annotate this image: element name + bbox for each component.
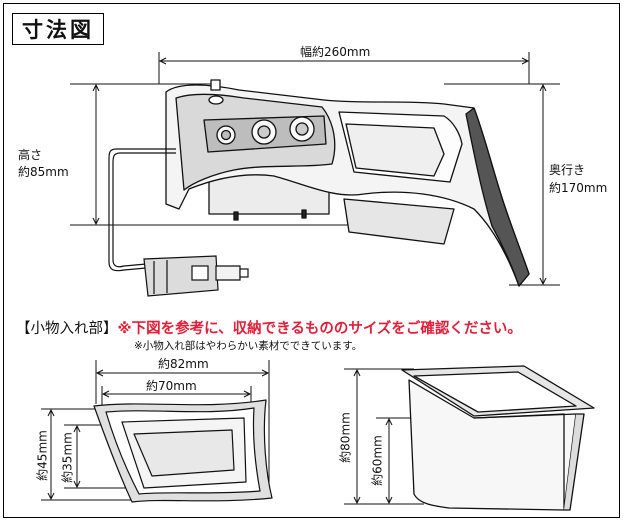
power-cable bbox=[108, 148, 176, 272]
heading-bracket-close: 】 bbox=[103, 321, 118, 337]
main-product-drawing bbox=[41, 52, 595, 511]
top-view-dims bbox=[41, 360, 270, 501]
height-arrow-bottom bbox=[92, 217, 100, 226]
top-view-tray bbox=[93, 399, 273, 503]
depth-arrow-top bbox=[539, 83, 547, 92]
height-arrow-top bbox=[92, 83, 100, 92]
width-arrow-left bbox=[158, 57, 167, 65]
console-body bbox=[165, 79, 530, 287]
side-view-outer-height: 約80mm bbox=[338, 412, 353, 463]
side-view-inner-height: 約60mm bbox=[370, 435, 385, 486]
depth-label-line1: 奥行き bbox=[549, 163, 586, 177]
top-view-outer-height: 約45mm bbox=[35, 430, 50, 481]
top-view-inner-height: 約35mm bbox=[60, 432, 75, 483]
heading-bracket-open: 【 bbox=[16, 321, 31, 337]
depth-arrow-bottom bbox=[539, 277, 547, 286]
page-title: 寸法図 bbox=[12, 13, 104, 45]
small-compartment-heading: 【小物入れ部】※下図を参考に、収納できるもののサイズをご確認ください。 bbox=[16, 317, 522, 338]
warning-text: ※下図を参考に、収納できるもののサイズをご確認ください。 bbox=[117, 321, 522, 337]
width-arrow-right bbox=[521, 57, 530, 65]
side-view-bin bbox=[401, 365, 595, 511]
width-label: 幅約260mm bbox=[300, 45, 371, 59]
dimension-sheet: 寸法図 bbox=[3, 3, 620, 518]
height-label-line1: 高さ bbox=[18, 148, 43, 162]
top-view-inner-width: 約70mm bbox=[146, 379, 197, 393]
top-view-outer-width: 約82mm bbox=[158, 357, 209, 371]
depth-label-line2: 約170mm bbox=[549, 181, 608, 195]
material-note: ※小物入れ部はやわらかい素材でできています。 bbox=[134, 340, 363, 352]
height-label-line2: 約85mm bbox=[18, 165, 69, 179]
cigarette-plug bbox=[143, 255, 249, 297]
side-view-dims bbox=[344, 368, 424, 505]
heading-text: 小物入れ部 bbox=[30, 321, 104, 337]
